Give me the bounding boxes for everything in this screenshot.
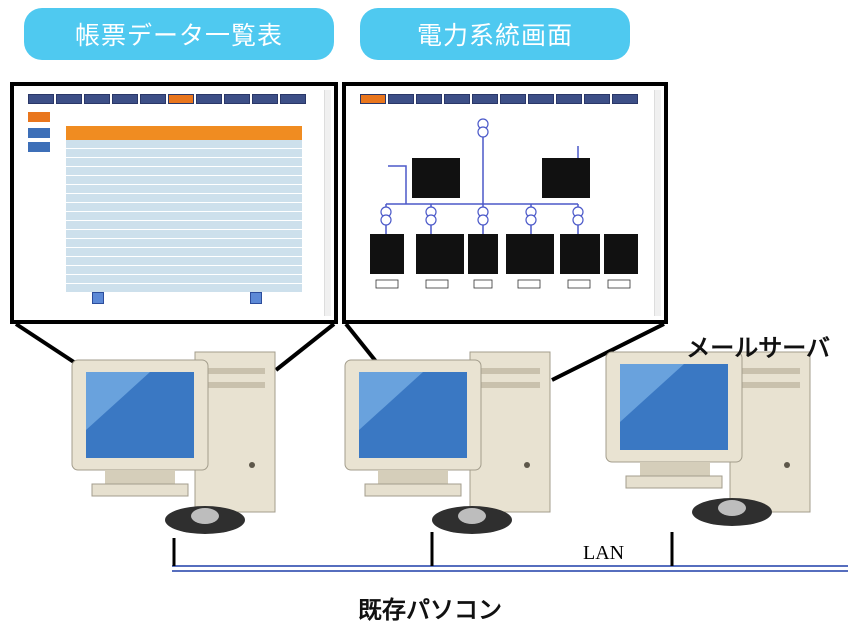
- screenshot-tab-bar: [28, 94, 306, 104]
- report-list-label: 帳票データ一覧表: [24, 8, 334, 60]
- table-row: [66, 266, 302, 275]
- existing-pc-label: 既存パソコン: [358, 596, 502, 624]
- table-row: [66, 176, 302, 185]
- desktop-computer-icon: [344, 351, 551, 534]
- table-row: [66, 158, 302, 167]
- table-row: [66, 203, 302, 212]
- table-row: [66, 284, 302, 293]
- table-row: [66, 212, 302, 221]
- power-system-diagram: [370, 118, 638, 289]
- table-row: [66, 149, 302, 158]
- table-row: [66, 275, 302, 284]
- power-system-screenshot: [342, 82, 668, 324]
- lan-label: LAN: [583, 542, 625, 564]
- mail-server-label: メールサーバ: [686, 334, 830, 362]
- table-row: [66, 221, 302, 230]
- table-row: [66, 140, 302, 149]
- table-row: [66, 248, 302, 257]
- table-row: [66, 167, 302, 176]
- screenshot-tab-bar: [360, 94, 638, 104]
- desktop-computer-icon: [605, 351, 811, 526]
- report-table: [66, 126, 302, 293]
- table-row: [66, 239, 302, 248]
- desktop-computer-icon: [71, 351, 276, 534]
- report-list-screenshot: [10, 82, 338, 324]
- table-row: [66, 185, 302, 194]
- prev-page-icon: [92, 292, 104, 304]
- table-row: [66, 194, 302, 203]
- next-page-icon: [250, 292, 262, 304]
- power-system-screen-label: 電力系統画面: [360, 8, 630, 60]
- table-row: [66, 230, 302, 239]
- table-row: [66, 257, 302, 266]
